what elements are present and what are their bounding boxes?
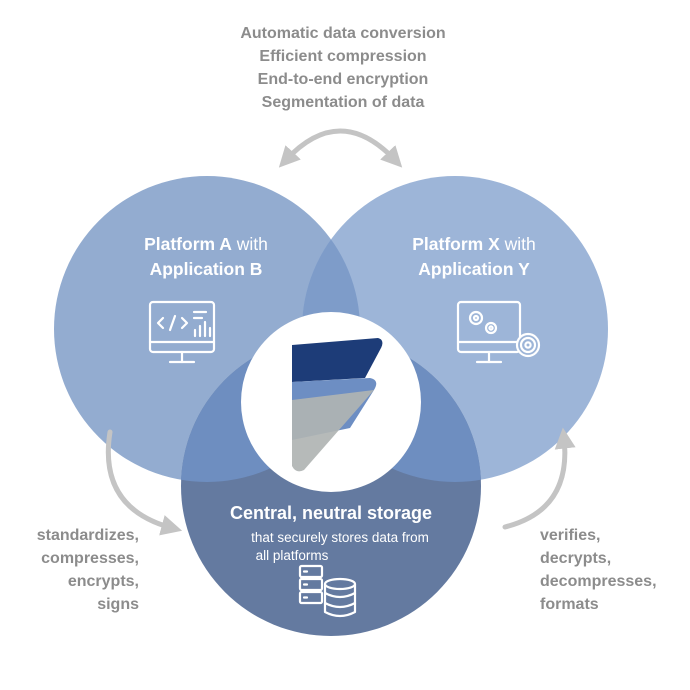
top-features-list: Automatic data conversion Efficient comp… [240,25,445,111]
left-process-arrow [105,429,183,536]
platform-a-name: Platform A [144,234,232,254]
platform-x-label: Platform X with Application Y [412,234,536,279]
process-step: encrypts, [68,573,139,590]
right-process-arrow [502,427,576,530]
left-process-list: standardizes, compresses, encrypts, sign… [37,527,139,613]
central-title: Central, neutral storage [230,503,432,523]
process-step: decrypts, [540,550,611,567]
process-step: standardizes, [37,527,139,544]
process-step: decompresses, [540,573,657,590]
platform-a-with: with [232,234,268,254]
process-step: compresses, [41,550,139,567]
feature-text: End-to-end encryption [258,71,429,88]
platform-x-name: Platform X [412,234,500,254]
platform-x-with: with [500,234,536,254]
process-step: verifies, [540,527,600,544]
central-subtitle-line2: all platforms [256,548,329,563]
svg-text:Platform X with: Platform X with [412,234,536,254]
feature-text: Segmentation of data [262,94,425,111]
process-step: signs [97,596,139,613]
exchange-arrow-top [278,128,403,168]
feature-text: Automatic data conversion [240,25,445,42]
process-step: formats [540,596,599,613]
platform-a-app: Application B [150,259,263,279]
central-subtitle-line1: that securely stores data from [251,530,429,545]
feature-text: Efficient compression [259,48,426,65]
code-monitor-icon [148,300,216,364]
platform-x-app: Application Y [418,259,530,279]
brand-logo [292,338,383,472]
right-process-list: verifies, decrypts, decompresses, format… [540,527,657,613]
database-server-icon [298,564,357,618]
svg-text:Platform A with: Platform A with [144,234,268,254]
platform-a-label: Platform A with Application B [144,234,268,279]
settings-monitor-icon [456,300,541,364]
